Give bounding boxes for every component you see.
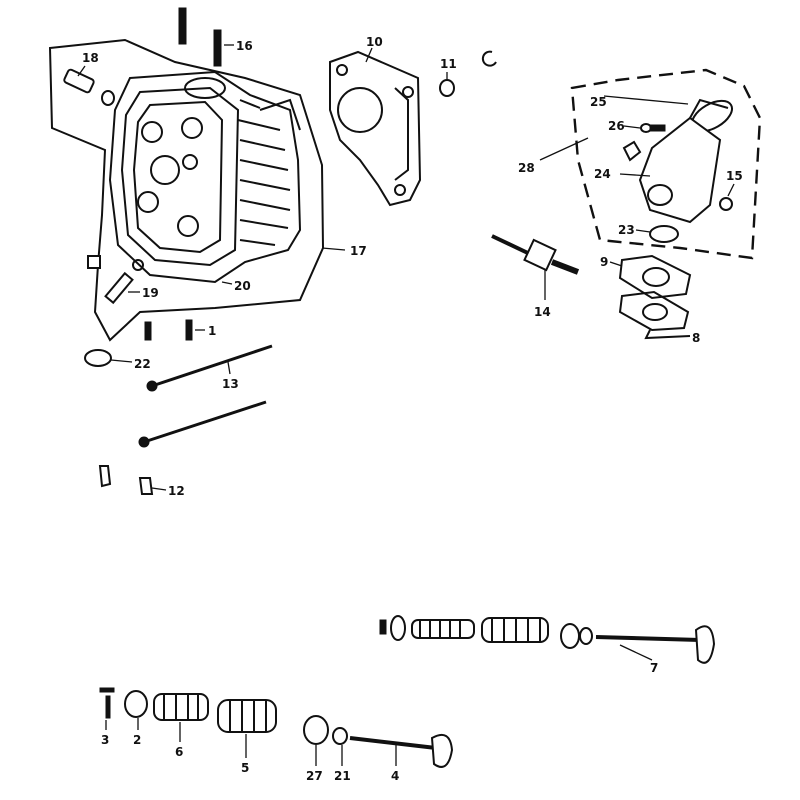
valve-train-4 <box>99 687 454 768</box>
callout-9: 9 <box>600 255 608 269</box>
part-1-dowel <box>144 319 193 341</box>
callout-27: 27 <box>306 769 323 783</box>
part-12-nut <box>98 465 154 495</box>
part-22-washer <box>84 349 112 367</box>
part-23-oring <box>649 225 679 243</box>
callout-3: 3 <box>101 733 109 747</box>
callout-16: 16 <box>236 39 253 53</box>
part-clip <box>481 50 497 67</box>
callout-2: 2 <box>133 733 141 747</box>
valve-train-7 <box>379 615 716 664</box>
callout-14: 14 <box>534 305 551 319</box>
assembly-outline-17 <box>48 38 325 342</box>
callout-11: 11 <box>440 57 457 71</box>
callout-19: 19 <box>142 286 159 300</box>
callout-26: 26 <box>608 119 625 133</box>
callout-7: 7 <box>650 661 658 675</box>
callout-24: 24 <box>594 167 611 181</box>
callout-1: 1 <box>208 324 216 338</box>
callout-21: 21 <box>334 769 351 783</box>
callout-17: 17 <box>350 244 367 258</box>
part-14-spark-plug <box>491 234 580 275</box>
part-16-stud <box>178 7 222 67</box>
part-10-gasket <box>329 50 422 207</box>
callout-22: 22 <box>134 357 151 371</box>
part-18-fitting <box>63 68 115 106</box>
callout-4: 4 <box>391 769 399 783</box>
assembly-outline-28 <box>570 68 762 260</box>
callout-5: 5 <box>241 761 249 775</box>
callout-10: 10 <box>366 35 383 49</box>
callout-23: 23 <box>618 223 635 237</box>
callout-20: 20 <box>234 279 251 293</box>
part-13-rods <box>138 344 273 448</box>
callout-28: 28 <box>518 161 535 175</box>
callout-18a: 18 <box>82 51 99 65</box>
part-19-bolt <box>87 255 144 305</box>
thermostat-housing <box>638 98 733 224</box>
cylinder-head <box>108 70 302 284</box>
callout-12: 12 <box>168 484 185 498</box>
callout-13: 13 <box>222 377 239 391</box>
callout-15: 15 <box>726 169 743 183</box>
callout-6: 6 <box>175 745 183 759</box>
callout-8: 8 <box>692 331 700 345</box>
part-9-gasket <box>618 254 692 300</box>
part-11-nut <box>439 79 455 97</box>
part-26-bolt <box>649 124 666 132</box>
callout-25: 25 <box>590 95 607 109</box>
part-8-gasket <box>618 290 691 340</box>
